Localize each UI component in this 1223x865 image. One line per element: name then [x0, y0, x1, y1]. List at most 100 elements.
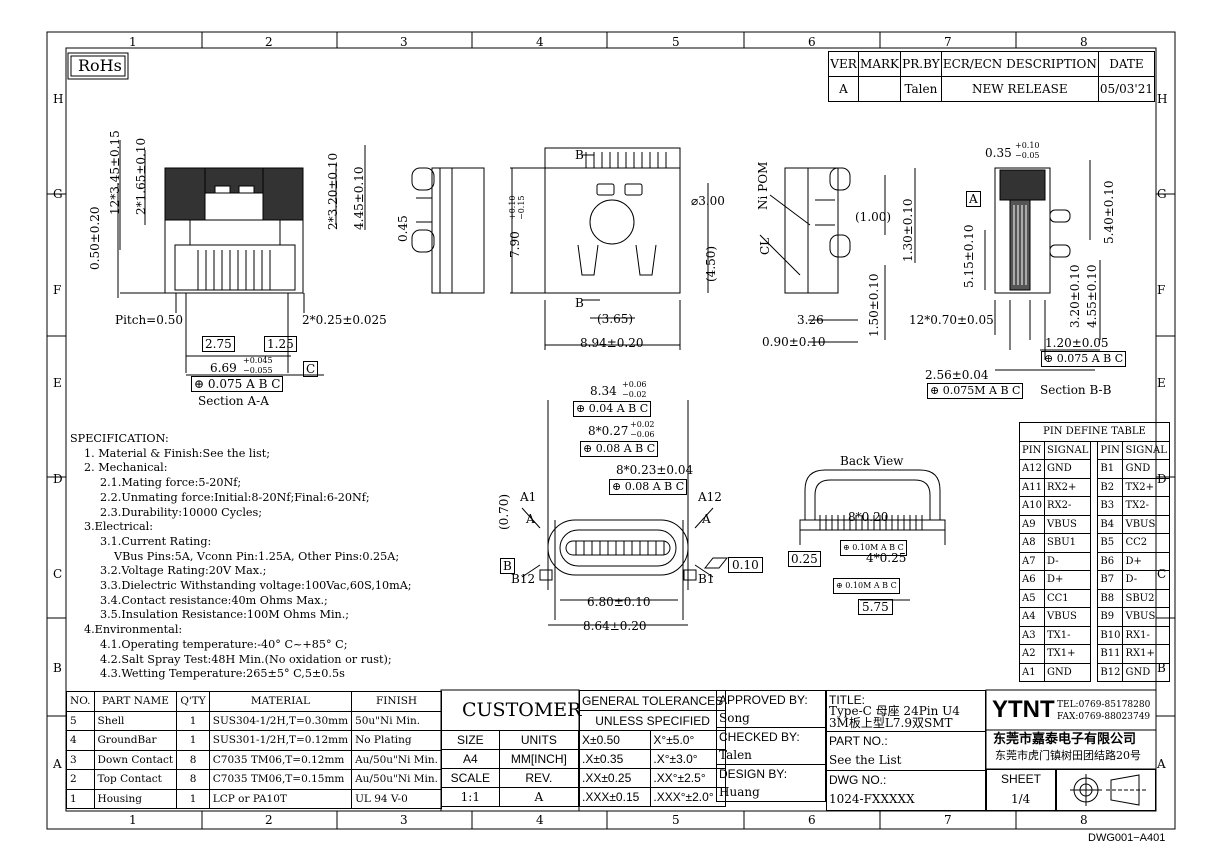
fcf-b2-d1: A	[988, 384, 997, 397]
fcf-bv2-d3: C	[890, 581, 897, 590]
fcf-p1-d3: C	[639, 402, 649, 415]
col-8-bottom: 8	[1080, 813, 1088, 827]
spec-line: 3.1.Current Rating:	[100, 534, 212, 548]
rev-value: A	[498, 787, 580, 807]
section-a-label: Section A-A	[198, 394, 269, 408]
dim-070: (0.70)	[497, 493, 511, 530]
dim-540: 5.40±0.10	[1102, 180, 1116, 245]
pin-cell: TX1+	[1043, 644, 1092, 664]
col-4: 4	[536, 35, 544, 49]
pin-cell: TX2+	[1122, 477, 1170, 497]
pin-cell: A9	[1019, 514, 1045, 534]
pin-table-title: PIN DEFINE TABLE	[1019, 422, 1170, 442]
row-h-right: H	[1157, 92, 1168, 106]
row-f: F	[53, 283, 62, 297]
tol-x2deg: .XX°±2.5°	[650, 768, 727, 788]
dim-834: 8.34	[590, 384, 617, 398]
fcf-bv2-d1: A	[873, 581, 880, 590]
fcf-a-d1: A	[246, 377, 255, 391]
dim-669-plus: +0.045	[243, 356, 273, 365]
pin-cell: VBUS	[1122, 514, 1170, 534]
fcf-p2: ⊕ 0.08 A B C	[580, 441, 659, 457]
checked-by: Talen	[716, 746, 826, 765]
col-5-bottom: 5	[672, 813, 680, 827]
dim-8x023: 8*0.23±0.04	[616, 463, 694, 477]
dwg-no-label: DWG NO.:	[829, 773, 887, 787]
row-g: G	[53, 187, 63, 201]
pin-cell: TX2-	[1122, 496, 1170, 516]
part-material: C7035 TM06,T=0.15mm	[208, 769, 353, 790]
row-e: E	[53, 376, 62, 390]
approved-label: APPROVED BY:	[716, 690, 826, 709]
pin-cell: B3	[1097, 496, 1124, 516]
rohs-label: RoHs	[78, 56, 122, 75]
spec-line: 4.2.Salt Spray Test:48H Min.(No oxidatio…	[100, 652, 392, 666]
dim-450: (4.50)	[704, 245, 718, 282]
mark-b-top: B	[575, 148, 584, 162]
approved-by: Song	[716, 709, 826, 728]
section-b-view	[984, 160, 1101, 371]
fcf-bv1: ⊕ 0.10M A B C	[840, 540, 907, 556]
scale-value: 1:1	[441, 787, 500, 807]
dim-680: 6.80±0.10	[587, 595, 651, 609]
pin-cell: D+	[1122, 551, 1170, 571]
part-no-value: See the List	[829, 753, 902, 767]
pin-cell: A10	[1019, 496, 1045, 516]
dim-575: 5.75	[858, 599, 893, 615]
dim-894: 8.94±0.20	[580, 336, 644, 350]
dim-120: 1.20±0.05	[1045, 336, 1109, 350]
pin-cell: RX2-	[1043, 496, 1092, 516]
part-qty: 1	[176, 730, 210, 751]
part-finish: Au/50u"Ni Min.	[351, 749, 442, 770]
tol-x1deg: .X°±3.0°	[650, 749, 727, 769]
rev-h-ver: VER	[827, 51, 860, 77]
part-finish: 50u"Ni Min.	[351, 710, 442, 731]
part-finish: Au/50u"Ni Min.	[351, 769, 442, 790]
tol-x3: .XXX±0.15	[578, 787, 652, 807]
pin-cell: VBUS	[1043, 607, 1092, 627]
pin-cell: B4	[1097, 514, 1124, 534]
part-qty: 1	[176, 788, 210, 809]
dim-864: 8.64±0.20	[583, 619, 647, 633]
cl-label: CL	[758, 237, 772, 255]
fcf-b2-d2: B	[1000, 384, 1009, 397]
dim-790-minus: −0.15	[517, 195, 526, 220]
col-8: 8	[1080, 35, 1088, 49]
flatness-tol: 0.10	[728, 557, 763, 573]
fcf-p2-d2: B	[635, 442, 644, 455]
fcf-b1-d3: C	[1114, 352, 1124, 365]
company-tel: TEL:0769-85178280	[1057, 700, 1151, 710]
part-no: 3	[66, 749, 95, 770]
spec-line: 4.Environmental:	[84, 623, 183, 637]
pin-cell: GND	[1043, 459, 1092, 479]
pin-cell: A4	[1019, 607, 1045, 627]
part-name: Housing	[93, 788, 178, 809]
pin-cell: D-	[1043, 551, 1092, 571]
position-icon: ⊕	[583, 442, 593, 455]
pin-cell: GND	[1122, 459, 1170, 479]
label-a-left: A	[526, 512, 535, 526]
tolerances-table: GENERAL TOLERANCES UNLESS SPECIFIED X±0.…	[578, 690, 727, 807]
fcf-b1-tol: 0.075	[1056, 352, 1089, 365]
pin-cell: RX2+	[1043, 477, 1092, 497]
rev-h-desc: ECR/ECN DESCRIPTION	[940, 51, 1099, 77]
parts-h-no: NO.	[66, 691, 95, 712]
dim-045: 0.45	[396, 215, 410, 242]
dim-12x070: 12*0.70±0.05	[909, 313, 994, 327]
sheet-box: SHEET 1/4	[986, 769, 1056, 811]
dim-2x025: 2*0.25±0.025	[302, 313, 387, 327]
fcf-p1: ⊕ 0.04 A B C	[573, 401, 652, 417]
dim-dia-300: ⌀3.00	[691, 194, 725, 208]
part-finish: No Plating	[351, 730, 442, 751]
pin-cell: A5	[1019, 588, 1045, 608]
rev-prby: Talen	[899, 76, 942, 102]
col-6-bottom: 6	[808, 813, 816, 827]
title-area: TITLE: Type-C 母座 24Pin U4 3M板上型L7.9双SMT …	[826, 690, 986, 811]
fcf-a-d2: B	[258, 377, 268, 391]
fcf-p1-tol: 0.04	[588, 402, 614, 415]
gen-tol-title: GENERAL TOLERANCES	[578, 690, 727, 711]
